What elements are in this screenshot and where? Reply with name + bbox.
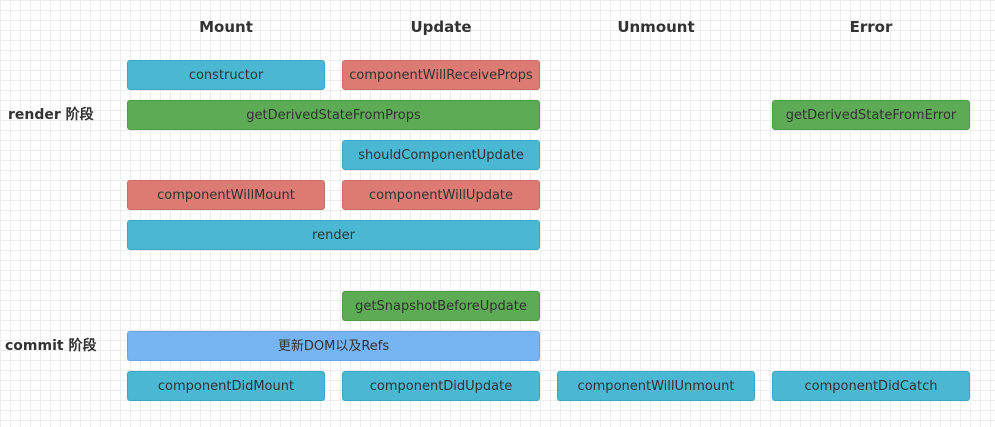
update-dom-and-refs-box: 更新DOM以及Refs	[127, 331, 540, 361]
phase-label-commit: commit 阶段	[5, 338, 97, 354]
column-header-mount: Mount	[199, 18, 253, 36]
constructor-box: constructor	[127, 60, 325, 90]
component-did-catch-box: componentDidCatch	[772, 371, 970, 401]
component-did-mount-box: componentDidMount	[127, 371, 325, 401]
render-box: render	[127, 220, 540, 250]
component-will-unmount-box: componentWillUnmount	[557, 371, 755, 401]
column-header-error: Error	[849, 18, 893, 36]
should-component-update-box: shouldComponentUpdate	[342, 140, 540, 170]
get-derived-state-from-error-box: getDerivedStateFromError	[772, 100, 970, 130]
column-header-unmount: Unmount	[617, 18, 695, 36]
get-derived-state-from-props-box: getDerivedStateFromProps	[127, 100, 540, 130]
column-header-update: Update	[410, 18, 472, 36]
component-did-update-box: componentDidUpdate	[342, 371, 540, 401]
component-will-update-box: componentWillUpdate	[342, 180, 540, 210]
phase-label-render: render 阶段	[8, 107, 94, 123]
get-snapshot-before-update-box: getSnapshotBeforeUpdate	[342, 291, 540, 321]
component-will-mount-box: componentWillMount	[127, 180, 325, 210]
component-will-receive-props-box: componentWillReceiveProps	[342, 60, 540, 90]
